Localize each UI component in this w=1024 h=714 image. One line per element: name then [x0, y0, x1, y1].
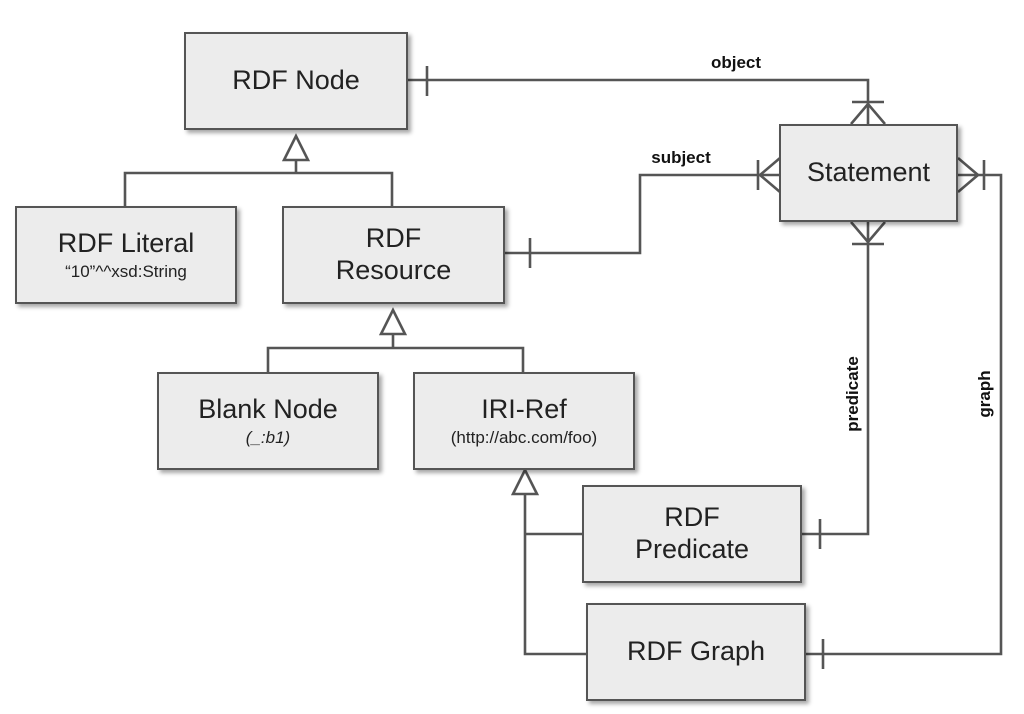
generalization-arrow-iri-ref: [510, 467, 540, 496]
rdf-predicate-title: RDF Predicate: [634, 502, 750, 564]
subject-label: subject: [651, 148, 711, 167]
blank-node-title: Blank Node: [198, 393, 338, 424]
rdf-literal-title: RDF Literal: [57, 227, 195, 258]
object-relation-line: [408, 78, 870, 124]
subject-relation-line: [505, 173, 780, 255]
rdf-resource-title: RDF Resource: [335, 223, 452, 285]
inheritance-connector-iri-subclasses: [523, 494, 588, 656]
predicate-relation-line: [802, 222, 870, 536]
iri-ref-box: IRI-Ref (http://abc.com/foo): [413, 372, 635, 470]
rdf-literal-example: “10”^^xsd:String: [65, 262, 187, 282]
iri-ref-example: (http://abc.com/foo): [450, 428, 598, 448]
inheritance-connector-resource-subclasses: [266, 346, 525, 372]
rdf-graph-box: RDF Graph: [586, 603, 806, 701]
predicate-label: predicate: [843, 356, 862, 432]
rdf-predicate-box: RDF Predicate: [582, 485, 802, 583]
iri-ref-title: IRI-Ref: [481, 393, 567, 424]
subject-many-marker: [756, 157, 781, 193]
blank-node-example: (_:b1): [245, 428, 291, 448]
rdf-node-title: RDF Node: [232, 65, 360, 96]
object-many-marker: [850, 100, 886, 125]
predicate-many-marker: [850, 221, 886, 246]
statement-box: Statement: [779, 124, 958, 222]
graph-many-marker: [957, 157, 986, 193]
blank-node-box: Blank Node (_:b1): [157, 372, 379, 470]
statement-title: Statement: [806, 157, 931, 188]
rdf-graph-title: RDF Graph: [626, 636, 766, 667]
rdf-resource-box: RDF Resource: [282, 206, 505, 304]
graph-label: graph: [975, 370, 994, 417]
generalization-arrow-rdf-node: [281, 133, 311, 162]
rdf-literal-box: RDF Literal “10”^^xsd:String: [15, 206, 237, 304]
generalization-arrow-rdf-resource: [378, 307, 408, 336]
rdf-node-box: RDF Node: [184, 32, 408, 130]
graph-relation-line: [806, 173, 1003, 656]
inheritance-connector-node-subclasses: [123, 171, 394, 206]
object-label: object: [711, 53, 761, 72]
